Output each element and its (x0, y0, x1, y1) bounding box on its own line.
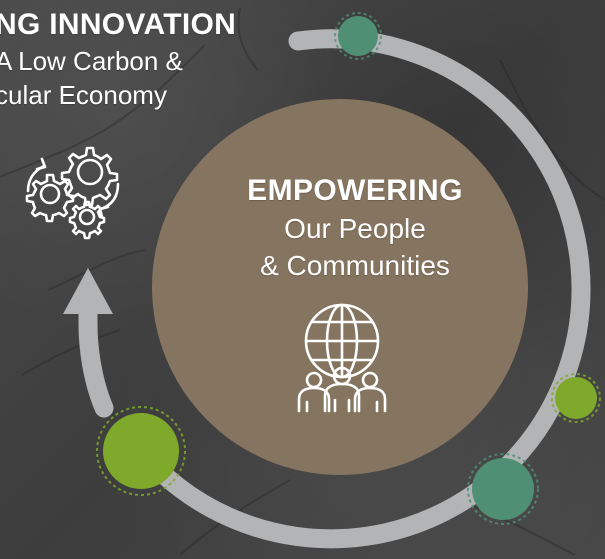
empowering-line-2: & Communities (260, 250, 450, 281)
innovation-title: NG INNOVATION (0, 8, 237, 41)
right-node (555, 377, 597, 419)
center-circle (152, 99, 528, 475)
bottom-left-node (103, 413, 179, 489)
globe-with-people-icon (285, 300, 400, 418)
top-node-outline (334, 12, 382, 60)
top-node (338, 16, 378, 56)
innovation-text-group: NG INNOVATION A Low Carbon & cular Econo… (0, 6, 280, 112)
empowering-line-1: Our People (284, 213, 426, 244)
empowering-title: EMPOWERING (247, 174, 463, 207)
empowering-text-group: EMPOWERING Our People & Communities (215, 171, 495, 284)
innovation-line-1: A Low Carbon & (0, 46, 183, 76)
bottom-right-node (472, 458, 534, 520)
bottom-left-node-outline (96, 406, 186, 496)
cycle-arrow-head (63, 268, 113, 314)
cycle-arrow-shaft (78, 295, 114, 418)
right-node-outline (551, 373, 601, 423)
innovation-line-2: cular Economy (0, 80, 167, 110)
gears-icon (20, 135, 130, 245)
bottom-right-node-outline (467, 453, 539, 525)
